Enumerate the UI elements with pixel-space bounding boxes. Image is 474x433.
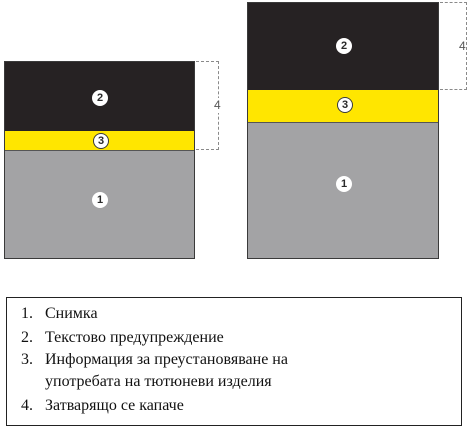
zone-number-1: 1 — [92, 192, 108, 208]
legend-text: Информация за преустановяване на — [45, 351, 288, 368]
legend-text: Текстово предупреждение — [45, 329, 224, 346]
zone-number-2: 2 — [336, 38, 352, 54]
legend-number: 1. — [21, 305, 33, 322]
legend-text: употребата на тютюневи изделия — [45, 373, 272, 390]
legend-box: 1. Снимка 2. Текстово предупреждение 3. … — [6, 297, 462, 426]
legend-number: 2. — [21, 329, 33, 346]
pack-right: 2 3 1 — [247, 2, 439, 259]
zone-number-2: 2 — [92, 90, 108, 106]
legend-text: Затварящо се капаче — [45, 397, 184, 414]
legend-number: 4. — [21, 397, 33, 414]
zone-number-3: 3 — [93, 133, 109, 149]
zone-number-3: 3 — [337, 97, 353, 113]
legend-number: 3. — [21, 351, 33, 368]
zone-number-1: 1 — [336, 176, 352, 192]
legend-text: Снимка — [45, 305, 98, 322]
flip-lid-bracket-right — [440, 2, 467, 90]
flip-lid-label-right: 4 — [459, 39, 466, 54]
pack-left: 2 3 1 — [4, 61, 195, 259]
flip-lid-label-left: 4 — [214, 98, 221, 113]
